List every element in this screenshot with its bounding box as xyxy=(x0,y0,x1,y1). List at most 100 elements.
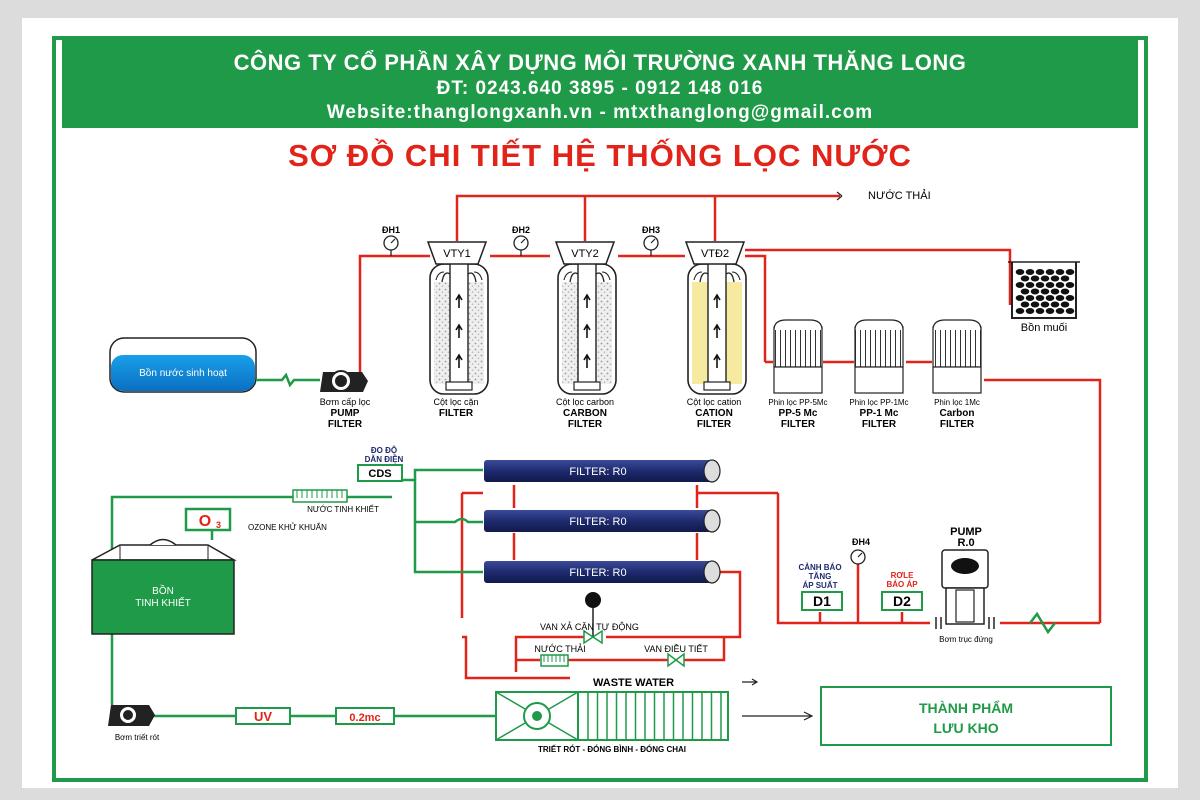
gauge-label-dh2: ĐH2 xyxy=(512,225,530,235)
auto-flush-valve: VAN XẢ CẶN TỰ ĐỘNG xyxy=(540,592,639,645)
salt-pellet xyxy=(1045,308,1055,314)
cartridge-filter-carbon: Phin lọc 1Mc Carbon FILTER xyxy=(932,319,982,430)
regulating-valve: VAN ĐIỀU TIẾT xyxy=(644,644,708,668)
column1-label-en: FILTER xyxy=(439,408,474,419)
check-valve-icon xyxy=(256,372,320,388)
salt-pellet xyxy=(1035,295,1045,301)
waste-flowmeter: NƯỚC THẢI xyxy=(534,643,586,667)
pure-water-label: NƯỚC TINH KHIẾT xyxy=(307,504,379,514)
salt-pellet xyxy=(1050,275,1060,282)
valve-head-vty1: VTY1 xyxy=(426,241,488,265)
relay-caption-1: RƠLE xyxy=(891,571,914,580)
company-header: CÔNG TY CỔ PHẦN XÂY DỰNG MÔI TRƯỜNG XANH… xyxy=(62,40,1138,128)
salt-pellet xyxy=(1015,295,1025,301)
company-website: Website:thanglongxanh.vn - mtxthanglong@… xyxy=(326,102,874,123)
ro-check-valve-icon xyxy=(1029,611,1056,635)
pressure-gauge-dh2: ĐH2 xyxy=(512,225,530,256)
alarm-caption-2: TĂNG xyxy=(809,572,832,581)
flush-valve-label: VAN XẢ CẶN TỰ ĐỘNG xyxy=(540,621,639,632)
pure-water-flowmeter: NƯỚC TINH KHIẾT xyxy=(292,489,379,514)
pump-label-vn: Bơm cấp lọc xyxy=(320,397,371,407)
conductivity-meter: ĐO ĐỘ DẪN ĐIỆN CDS xyxy=(357,446,404,482)
diagram-title: SƠ ĐỒ CHI TIẾT HỆ THỐNG LỌC NƯỚC xyxy=(288,138,912,173)
uv-label: UV xyxy=(254,709,272,724)
ro-pump-caption: Bơm trục đứng xyxy=(939,635,993,644)
cds-caption-2: DẪN ĐIỆN xyxy=(365,455,404,464)
salt-tank: Bồn muối xyxy=(1008,261,1080,334)
salt-pellet xyxy=(1045,282,1055,288)
salt-pellet xyxy=(1035,308,1045,314)
gauge-label-dh1: ĐH1 xyxy=(382,225,400,235)
salt-pellet xyxy=(1055,282,1065,288)
cartridge2-label-en1: PP-1 Mc xyxy=(860,408,899,419)
pure-tank-label-2: TINH KHIẾT xyxy=(135,596,191,609)
finished-product-1: THÀNH PHẨM xyxy=(919,699,1013,716)
filter-column-2 xyxy=(557,261,617,395)
waste-water-label: WASTE WATER xyxy=(593,677,674,689)
pressure-relay: RƠLE BÁO ÁP D2 xyxy=(881,571,923,611)
salt-pellet xyxy=(1025,269,1035,275)
salt-pellet xyxy=(1020,301,1030,308)
ro-vertical-pump: PUMP R.0 Bơm trục đứng xyxy=(935,526,995,644)
ro-label-2: FILTER: R0 xyxy=(569,516,626,528)
salt-pellet xyxy=(1030,288,1040,295)
salt-pellet xyxy=(1065,308,1075,314)
salt-pellet xyxy=(1045,269,1055,275)
column2-label-en1: CARBON xyxy=(563,408,607,419)
cds-caption-1: ĐO ĐỘ xyxy=(371,446,397,455)
pressure-alarm: CẢNH BÁO TĂNG ÁP SUẤT D1 xyxy=(798,563,843,611)
salt-pellet xyxy=(1020,275,1030,282)
ozone-generator: O 3 OZONE KHỬ KHUẨN xyxy=(184,507,327,532)
cartridge1-label-en2: FILTER xyxy=(781,419,816,430)
salt-pellet xyxy=(1065,269,1075,275)
salt-pellet xyxy=(1025,282,1035,288)
salt-pellet xyxy=(1040,301,1050,308)
salt-pellet xyxy=(1065,282,1075,288)
pressure-gauge-dh4: ĐH4 xyxy=(850,537,870,565)
column2-label-vn: Cột lọc carbon xyxy=(556,397,614,407)
cartridge3-label-en2: FILTER xyxy=(940,419,975,430)
filling-pump-label: Bơm triết rót xyxy=(115,733,160,742)
domestic-tank-label: Bồn nước sinh hoạt xyxy=(139,367,227,379)
ro-label-1: FILTER: R0 xyxy=(569,466,626,478)
column3-label-en2: FILTER xyxy=(697,419,732,430)
salt-pellet xyxy=(1050,288,1060,295)
pressure-gauge-dh3: ĐH3 xyxy=(642,225,660,256)
finished-product-2: LƯU KHO xyxy=(933,720,998,736)
cartridge3-label-en1: Carbon xyxy=(940,408,975,419)
salt-tank-label: Bồn muối xyxy=(1021,322,1067,334)
pure-tank-label-1: BỒN xyxy=(152,584,174,597)
output-arrow-icon xyxy=(742,711,814,721)
cartridge-filter-pp1: Phin lọc PP-1Mc PP-1 Mc FILTER xyxy=(849,319,909,430)
valve-head-vty2: VTY2 xyxy=(554,241,616,265)
ozone-symbol: O xyxy=(199,513,211,530)
salt-pellet xyxy=(1030,275,1040,282)
salt-pellet xyxy=(1040,275,1050,282)
salt-pellet xyxy=(1035,269,1045,275)
company-name: CÔNG TY CỔ PHẦN XÂY DỰNG MÔI TRƯỜNG XANH… xyxy=(233,50,967,75)
cds-label: CDS xyxy=(368,468,391,480)
salt-pellet xyxy=(1030,301,1040,308)
salt-pellet xyxy=(1055,295,1065,301)
pure-water-tank: BỒN TINH KHIẾT xyxy=(91,538,237,635)
salt-pellet xyxy=(1055,269,1065,275)
micron-filter-02: 0.2mc xyxy=(335,707,395,725)
salt-pellet xyxy=(1015,269,1025,275)
pump-label-en1: PUMP xyxy=(331,408,360,419)
column2-label-en2: FILTER xyxy=(568,419,603,430)
filter-column-1 xyxy=(429,261,489,395)
alarm-caption-1: CẢNH BÁO xyxy=(798,563,841,572)
salt-pellet xyxy=(1050,301,1060,308)
cartridge-filter-pp5: Phin lọc PP-5Mc PP-5 Mc FILTER xyxy=(768,319,828,430)
ozone-subscript: 3 xyxy=(216,520,221,530)
salt-pellet xyxy=(1055,308,1065,314)
column1-label-vn: Cột lọc cặn xyxy=(433,397,478,407)
filling-machine-label: TRIẾT RÓT - ĐÓNG BÌNH - ĐÓNG CHAI xyxy=(538,744,686,754)
filter-column-3 xyxy=(687,261,747,395)
domestic-water-tank: Bồn nước sinh hoạt xyxy=(109,337,257,393)
cartridge1-label-en1: PP-5 Mc xyxy=(779,408,818,419)
valve-label-vtd2: VTĐ2 xyxy=(701,248,729,260)
waste-flow-label: NƯỚC THẢI xyxy=(534,643,585,654)
ro-label-3: FILTER: R0 xyxy=(569,567,626,579)
